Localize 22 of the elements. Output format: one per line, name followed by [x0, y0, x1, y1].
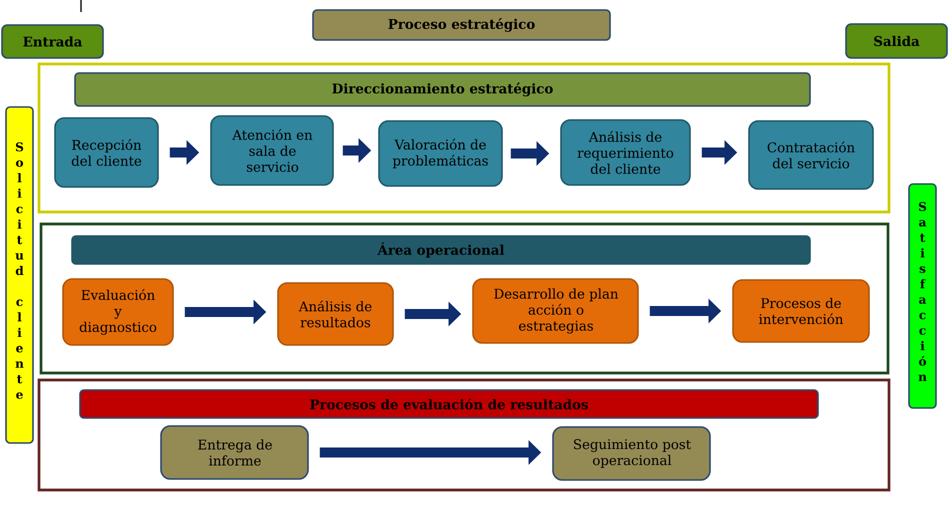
vertical-bar: Solicitud cliente [5, 106, 34, 444]
process-box: Seguimiento post operacional [552, 426, 711, 481]
process-box: Evaluación y diagnostico [62, 278, 174, 346]
group-frame [40, 222, 890, 374]
header-band: Procesos de evaluación de resultados [79, 389, 819, 419]
vertical-bar: Satisfacción [908, 183, 937, 409]
process-box: Entrega de informe [160, 425, 309, 480]
header-band: Área operacional [71, 235, 811, 265]
group-frame [38, 378, 890, 492]
process-box: Atención en sala de servicio [210, 115, 334, 186]
label-box: Entrada [1, 24, 104, 59]
process-box: Procesos de intervención [732, 279, 870, 343]
process-box: Desarrollo de plan acción o estrategias [472, 278, 639, 344]
process-box: Recepción del cliente [54, 117, 159, 188]
label-box: Salida [845, 23, 948, 59]
process-box: Contratación del servicio [748, 120, 874, 190]
process-box: Valoración de problemáticas [378, 120, 503, 187]
process-box: Análisis de resultados [277, 282, 394, 346]
header-band: Direccionamiento estratégico [74, 72, 811, 107]
group-frame [38, 62, 890, 214]
header-box: Proceso estratégico [312, 9, 611, 41]
process-box: Análisis de requerimiento del cliente [560, 119, 691, 186]
